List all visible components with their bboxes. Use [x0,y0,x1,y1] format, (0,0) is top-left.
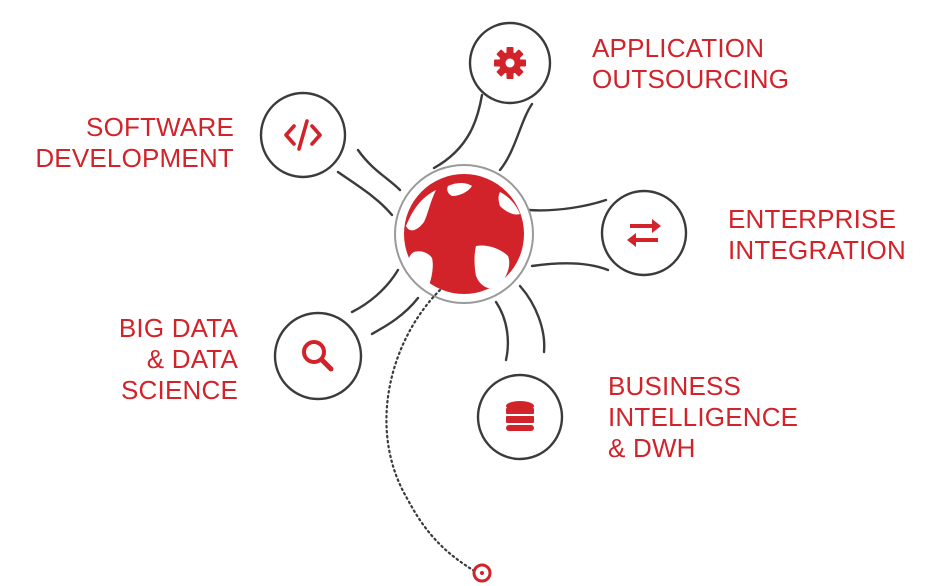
connector-software [356,148,402,192]
label-line: DEVELOPMENT [35,143,234,173]
label-line: BUSINESS [608,371,742,401]
connector-app-outsourcing [432,93,484,170]
label-line: OUTSOURCING [592,64,790,94]
label-line: INTELLIGENCE [608,402,799,432]
label-line: BIG DATA [118,313,238,343]
label-application-outsourcing: APPLICATION OUTSOURCING [592,33,789,95]
connector-bi [494,300,510,362]
connector-bi-2 [518,284,546,354]
label-line: INTEGRATION [728,235,906,265]
connector-app-outsourcing-2 [498,102,534,172]
connector-integration [526,198,608,212]
connector-software-2 [336,170,394,217]
label-enterprise-integration: ENTERPRISE INTEGRATION [728,204,906,266]
exchange-arrows-icon [627,219,661,247]
connector-bigdata [350,268,400,314]
connector-bigdata-2 [370,296,420,336]
label-line: APPLICATION [592,33,765,63]
label-line: & DWH [608,433,696,463]
node-enterprise-integration [600,189,688,277]
globe-ocean [406,183,520,289]
label-line: SCIENCE [121,375,238,405]
label-business-intelligence: BUSINESS INTELLIGENCE & DWH [608,371,798,464]
label-big-data: BIG DATA & DATA SCIENCE [119,313,238,406]
label-line: ENTERPRISE [728,204,897,234]
code-icon [284,119,322,151]
location-pin-icon [472,563,492,583]
search-icon [302,340,334,372]
database-icon [506,401,534,431]
label-line: SOFTWARE [86,112,234,142]
dotted-pointer-line [385,288,478,574]
label-line: & DATA [146,344,238,374]
gear-icon [494,47,526,79]
node-big-data [273,311,363,401]
label-software-development: SOFTWARE DEVELOPMENT [35,112,234,174]
connector-lines [336,93,610,362]
connector-integration-2 [530,262,610,272]
globe [394,164,534,304]
